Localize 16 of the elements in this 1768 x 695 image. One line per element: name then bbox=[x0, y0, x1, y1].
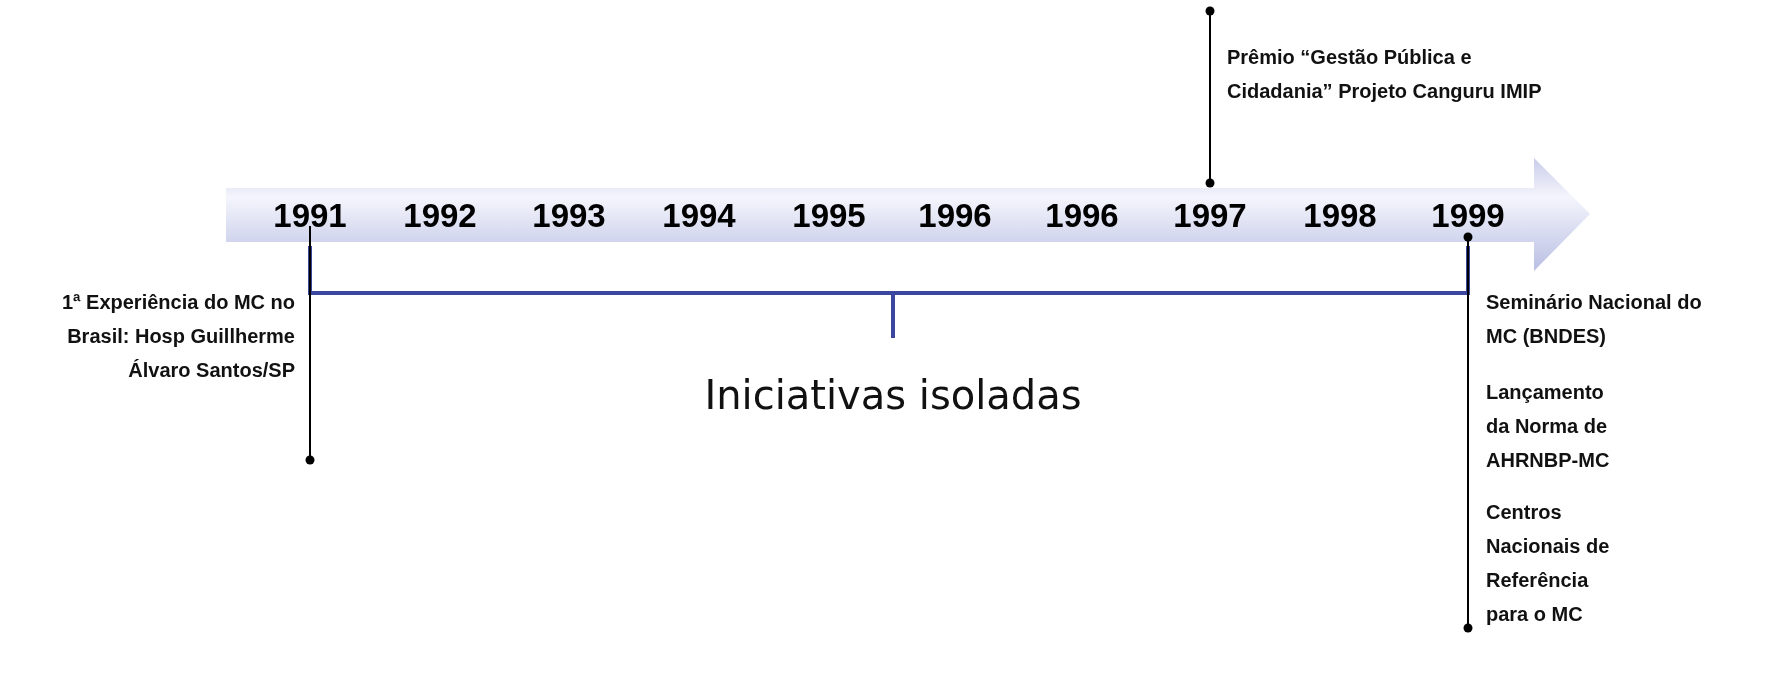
year-label: 1992 bbox=[403, 196, 477, 236]
year-label: 1996 bbox=[1045, 196, 1119, 236]
year-label: 1998 bbox=[1303, 196, 1377, 236]
year-label: 1999 bbox=[1431, 196, 1505, 236]
year-label: 1996 bbox=[918, 196, 992, 236]
event-text: Seminário Nacional do MC (BNDES) bbox=[1486, 290, 1703, 349]
event-text: Lançamento da Norma de AHRNBP-MC bbox=[1486, 380, 1611, 473]
event-text: Centros Nacionais de Referência para o MC bbox=[1486, 500, 1611, 627]
year-label: 1991 bbox=[273, 196, 347, 236]
year-label: 1997 bbox=[1173, 196, 1247, 236]
event-text: 1ª Experiência do MC no Brasil: Hosp Guillherme Álvaro Santos/SP bbox=[61, 290, 295, 383]
year-label: 1994 bbox=[662, 196, 736, 236]
year-label: 1993 bbox=[532, 196, 606, 236]
period-label: Iniciativas isoladas bbox=[704, 372, 1082, 418]
year-label: 1995 bbox=[792, 196, 866, 236]
event-text: Prêmio “Gestão Pública e Cidadania” Projeto Canguru IMIP bbox=[1227, 45, 1543, 104]
